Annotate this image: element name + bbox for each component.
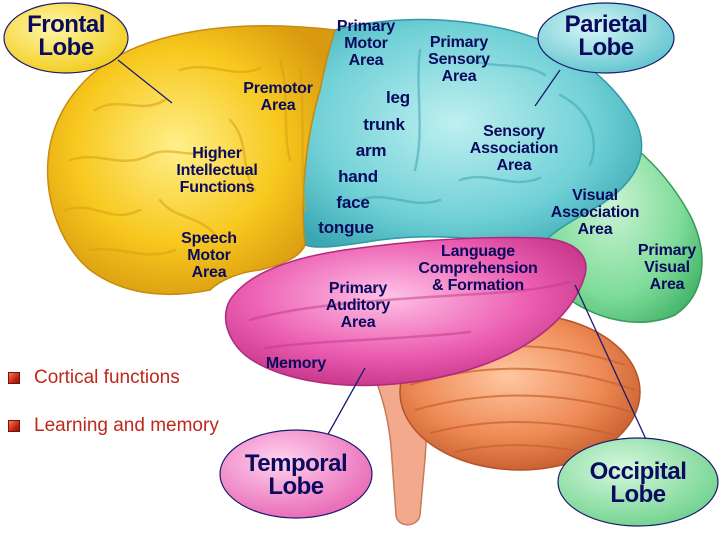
label-line: Motor [344, 35, 388, 52]
bullet-text: Cortical functions [34, 367, 180, 388]
frontal-lobe-label: Frontal Lobe [27, 11, 105, 61]
premotor-area-label: Premotor Area [243, 80, 313, 114]
body-part-trunk: trunk [363, 115, 405, 134]
visual-association-area-label: Visual Association Area [551, 187, 640, 238]
primary-visual-area-label: Primary Visual Area [638, 242, 696, 293]
parietal-lobe-oval [537, 2, 675, 74]
bullet-square-icon [8, 420, 20, 432]
label-line: Area [340, 314, 376, 331]
bullet-text: Learning and memory [34, 415, 219, 436]
label-line: Language [441, 243, 515, 260]
body-part-tongue: tongue [318, 218, 374, 237]
label-line: Area [577, 221, 613, 238]
parietal-lobe-label: Parietal Lobe [564, 11, 648, 61]
primary-sensory-area-label: Primary Sensory Area [428, 34, 490, 85]
temporal-lobe-label-line2: Lobe [268, 473, 324, 500]
label-line: & Formation [431, 277, 525, 294]
body-part-hand: hand [338, 167, 378, 186]
bullet-item: Learning and memory [8, 414, 219, 438]
pointer-lines [117, 59, 651, 449]
memory-label: Memory [265, 355, 327, 372]
label-line: Auditory [325, 297, 391, 314]
temporal-lobe-oval [219, 429, 373, 519]
primary-motor-area-label: Primary Motor Area [337, 18, 395, 69]
label-line: Area [441, 68, 477, 85]
bullet-square-icon [8, 372, 20, 384]
occipital-lobe-label: Occipital Lobe [589, 458, 687, 508]
frontal-gyri [63, 58, 307, 256]
primary-auditory-area-label: Primary Auditory Area [326, 280, 390, 331]
label-line: Primary [328, 280, 388, 297]
label-line: Primary [637, 242, 697, 259]
parietal-lobe-label-line1: Parietal [564, 11, 648, 38]
label-line: Area [649, 276, 685, 293]
label-line: Sensory [428, 51, 490, 68]
frontal-lobe [46, 25, 337, 295]
label-line: Sensory [483, 123, 545, 140]
label-line: Functions [179, 179, 255, 196]
label-line: Higher [192, 145, 242, 162]
label-line: Association [469, 140, 559, 157]
label-line: Association [550, 204, 640, 221]
occipital-lobe-label-line2: Lobe [610, 481, 666, 508]
bullet-list: Cortical functions Learning and memory [8, 366, 219, 462]
frontal-lobe-label-line2: Lobe [38, 34, 94, 61]
occipital-lobe-label-line1: Occipital [589, 458, 687, 485]
label-line: Premotor [243, 80, 313, 97]
label-line: Motor [187, 247, 231, 264]
label-line: Primary [429, 34, 489, 51]
higher-intellectual-functions-label: Higher Intellectual Functions [176, 145, 257, 196]
body-part-arm: arm [355, 141, 387, 160]
temporal-lobe-label: Temporal Lobe [244, 450, 348, 500]
parietal-gyri [358, 48, 595, 205]
label-line: Comprehension [418, 260, 538, 277]
label-line: Area [348, 52, 384, 69]
label-line: Area [191, 264, 227, 281]
speech-motor-area-label: Speech Motor Area [181, 230, 237, 281]
occipital-lobe-oval [557, 437, 719, 527]
parietal-lobe-label-line2: Lobe [578, 34, 634, 61]
language-comprehension-label: Language Comprehension & Formation [418, 243, 537, 294]
body-part-leg: leg [386, 88, 410, 107]
frontal-lobe-label-line1: Frontal [27, 11, 105, 38]
label-line: Visual [572, 187, 618, 204]
label-line: Primary [336, 18, 396, 35]
bullet-item: Cortical functions [8, 366, 219, 390]
temporal-gyri [248, 280, 572, 350]
label-line: Speech [181, 230, 237, 247]
frontal-lobe-oval [3, 2, 129, 74]
label-line: Intellectual [176, 162, 258, 179]
temporal-lobe-label-line1: Temporal [244, 450, 348, 477]
label-line: Area [496, 157, 532, 174]
temporal-lobe [224, 236, 587, 387]
sensory-association-area-label: Sensory Association Area [470, 123, 559, 174]
label-line: Area [260, 97, 296, 114]
body-part-face: face [336, 193, 370, 212]
label-line: Visual [644, 259, 690, 276]
